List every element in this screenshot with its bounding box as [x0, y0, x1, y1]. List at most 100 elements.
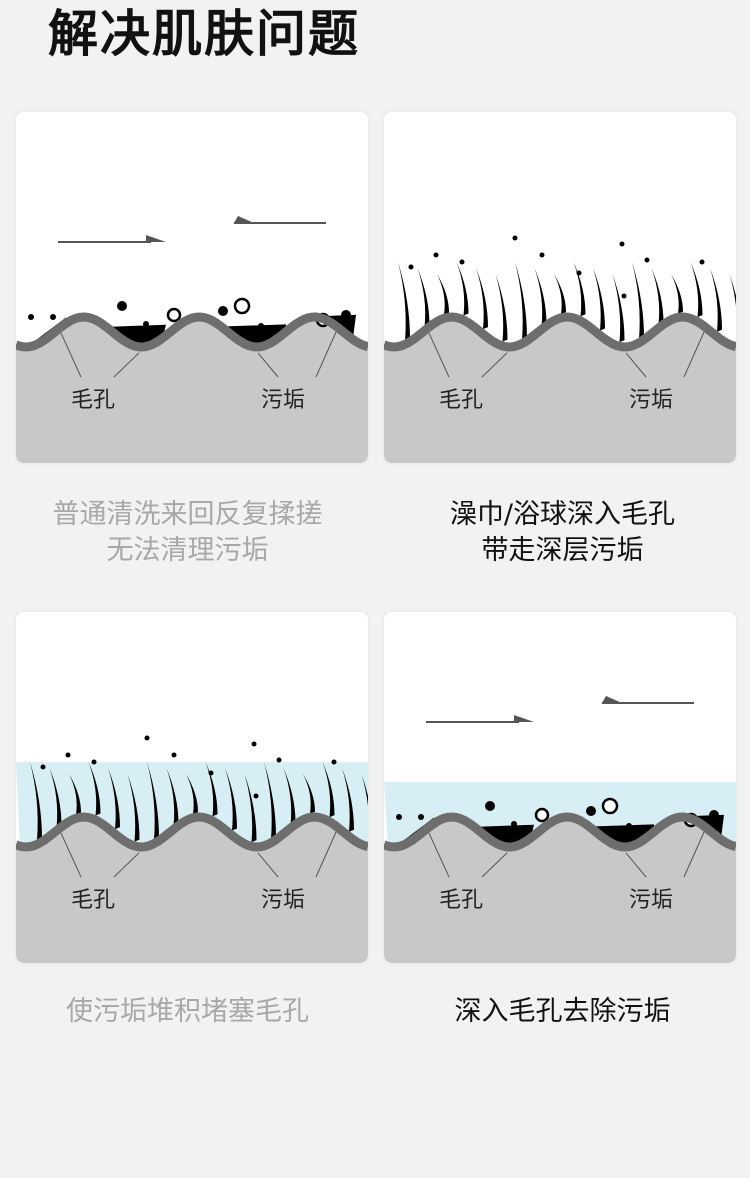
bristle [147, 762, 159, 841]
dirt-particle [331, 759, 337, 765]
skin-layer [384, 817, 736, 963]
dirt-particle [91, 759, 97, 765]
pointer-line [113, 852, 140, 878]
caption-dirt-buildup: 使污垢堆积堵塞毛孔 [0, 994, 375, 1030]
skin-diagram [384, 696, 736, 963]
bristle [612, 274, 625, 343]
pointer-line [315, 831, 337, 878]
dirt-particle [276, 757, 282, 763]
bristle [225, 768, 237, 831]
bristle [710, 268, 722, 332]
bristle [69, 774, 81, 815]
caption-line: 澡巾/浴球深入毛孔 [449, 499, 676, 530]
dirt-particle [511, 821, 517, 827]
pointer-line [428, 832, 450, 878]
dirt-particle [485, 801, 495, 811]
bristle [476, 268, 488, 330]
bristle [398, 262, 410, 341]
pore-label: 毛孔 [71, 388, 116, 413]
dirt-particle [396, 814, 402, 820]
bristle [456, 262, 469, 316]
dirt-particle [218, 306, 228, 316]
bristle [303, 774, 315, 814]
page-title: 解决肌肤问题 [48, 5, 360, 63]
skin-surface [16, 812, 368, 852]
skin-surface [384, 812, 736, 852]
skin-surface [384, 312, 736, 352]
bristle [205, 762, 218, 817]
bristle [417, 268, 430, 328]
bristle [88, 762, 101, 816]
caption-line: 无法清理污垢 [106, 535, 269, 566]
pore-label: 毛孔 [439, 888, 484, 913]
caption-towel-deep-clean: 澡巾/浴球深入毛孔 带走深层污垢 [375, 497, 750, 569]
bristle [515, 262, 527, 341]
dirt-particle [699, 259, 705, 265]
pointer-line [683, 831, 705, 878]
dirt-particle [50, 314, 56, 320]
arrow-left-head [234, 216, 254, 223]
dirt-particle [512, 235, 518, 241]
bristle [671, 274, 683, 314]
dirt-particle [433, 252, 439, 258]
bristle [49, 768, 62, 828]
arrow-right-head [514, 715, 534, 722]
bristle [534, 268, 547, 327]
skin-surface [16, 312, 368, 352]
bristle [264, 762, 276, 840]
pointer-line [481, 852, 508, 878]
dirt-particle [418, 814, 424, 820]
dirt-particle [258, 323, 264, 329]
pointer-line [683, 331, 705, 378]
caption-remove-dirt: 深入毛孔去除污垢 [375, 994, 750, 1030]
pointer-line [481, 352, 508, 378]
dirt-particle [65, 752, 71, 758]
bristle [573, 262, 586, 317]
bristle [729, 274, 736, 307]
bristle [108, 768, 120, 830]
pointer-line [60, 332, 82, 378]
dirt-particle [144, 735, 150, 741]
caption-line: 带走深层污垢 [481, 535, 644, 566]
dirt-particle [576, 270, 582, 276]
skin-layer [16, 817, 368, 963]
panel-dirt-buildup: 毛孔 污垢 [16, 612, 368, 963]
pointer-line [60, 832, 82, 878]
bristle [127, 774, 140, 842]
pointer-line [625, 852, 647, 878]
dirt-particle [644, 257, 650, 263]
bristle [244, 774, 257, 843]
caption-ordinary-wash: 普通清洗来回反复揉搓 无法清理污垢 [0, 497, 375, 569]
caption-line: 普通清洗来回反复揉搓 [52, 499, 323, 530]
panel-ordinary-wash: 毛孔 污垢 [16, 112, 368, 463]
panel-remove-dirt: 毛孔 污垢 [384, 612, 736, 963]
bristle [166, 768, 179, 827]
dirt-particle [143, 321, 149, 327]
dirt-particle [251, 741, 257, 747]
dirt-label: 污垢 [261, 888, 306, 913]
bristle [593, 268, 605, 331]
bristle [30, 762, 42, 841]
pointer-line [113, 352, 140, 378]
dirt-label: 污垢 [261, 388, 306, 413]
bristle [632, 262, 644, 340]
dirt-deposit [301, 314, 356, 339]
bristle [495, 274, 508, 342]
dirt-deposit [669, 814, 724, 839]
bristle [651, 268, 664, 325]
dirt-particle [586, 806, 596, 816]
bristle [554, 274, 566, 315]
water-layer [16, 762, 368, 847]
dirt-particle [208, 770, 214, 776]
bubble [166, 307, 182, 323]
dirt-particle [539, 252, 545, 258]
bristle [283, 768, 296, 825]
bubble [534, 807, 550, 823]
caption-line: 深入毛孔去除污垢 [454, 996, 671, 1027]
pointer-line [257, 852, 279, 878]
caption-line: 使污垢堆积堵塞毛孔 [66, 996, 309, 1027]
dirt-particle [40, 764, 46, 770]
dirt-particle [117, 301, 127, 311]
arrow-right-head [146, 235, 166, 242]
dirt-particle [341, 310, 351, 320]
